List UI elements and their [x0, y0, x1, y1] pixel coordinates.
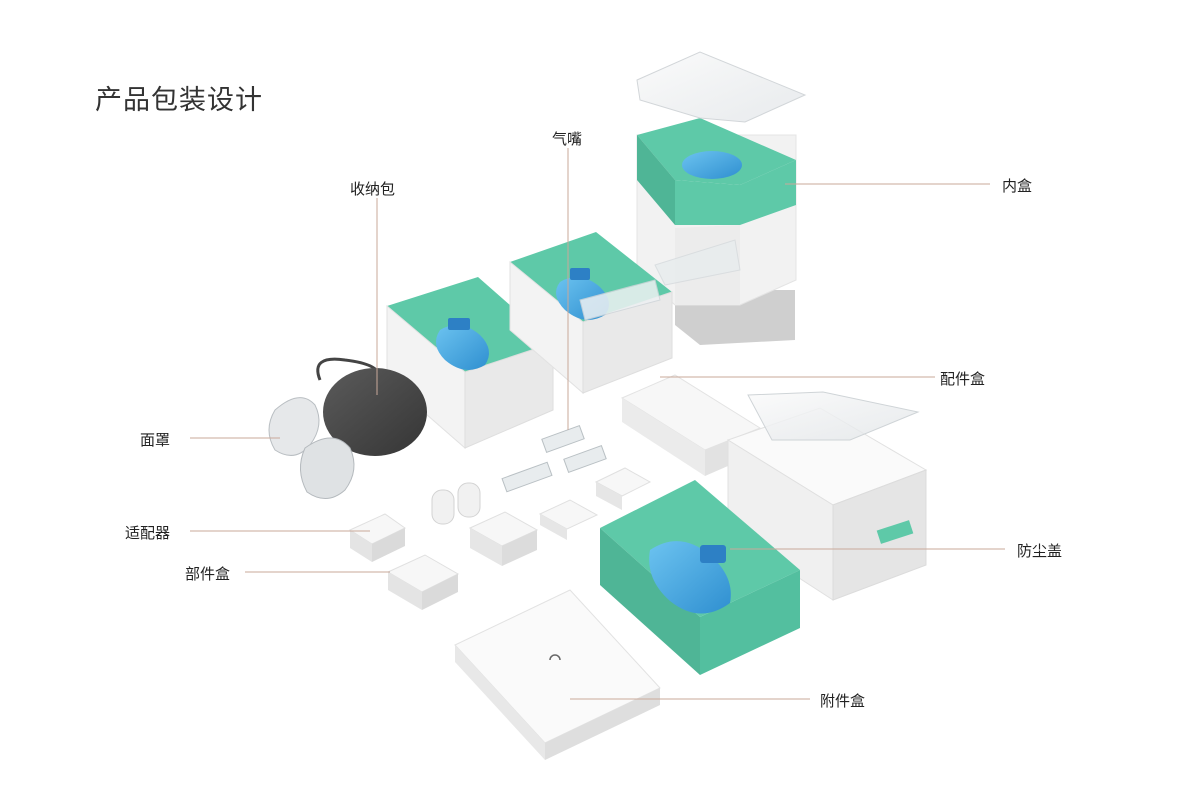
front-teal-box: [600, 480, 800, 675]
page-title: 产品包装设计: [95, 85, 263, 116]
inner-box: [636, 51, 807, 345]
label-storage-bag: 收纳包: [350, 180, 396, 198]
small-parts: [431, 467, 652, 566]
inner-box-device: [682, 151, 742, 179]
leader-lines: [190, 148, 1005, 700]
nozzles: [501, 424, 607, 493]
teal-box-left: [386, 277, 554, 450]
teal-box-right: [509, 232, 673, 395]
parts-box: [386, 554, 460, 610]
label-accessory-box: 配件盒: [940, 370, 986, 388]
label-parts-box: 部件盒: [185, 565, 231, 583]
label-attachment-box: 附件盒: [820, 692, 866, 710]
label-dust-cover: 防尘盖: [1017, 542, 1063, 560]
dust-cover-tab: [876, 520, 914, 544]
adapter: [348, 513, 406, 562]
inner-box-lid: [636, 51, 807, 123]
masks: [268, 397, 355, 499]
label-adapter: 适配器: [125, 524, 171, 542]
label-mask: 面罩: [140, 431, 171, 449]
label-inner-box: 内盒: [1002, 177, 1033, 195]
label-nozzle: 气嘴: [552, 130, 583, 148]
dust-cover-box: [726, 391, 928, 601]
attachment-box: [454, 589, 661, 760]
